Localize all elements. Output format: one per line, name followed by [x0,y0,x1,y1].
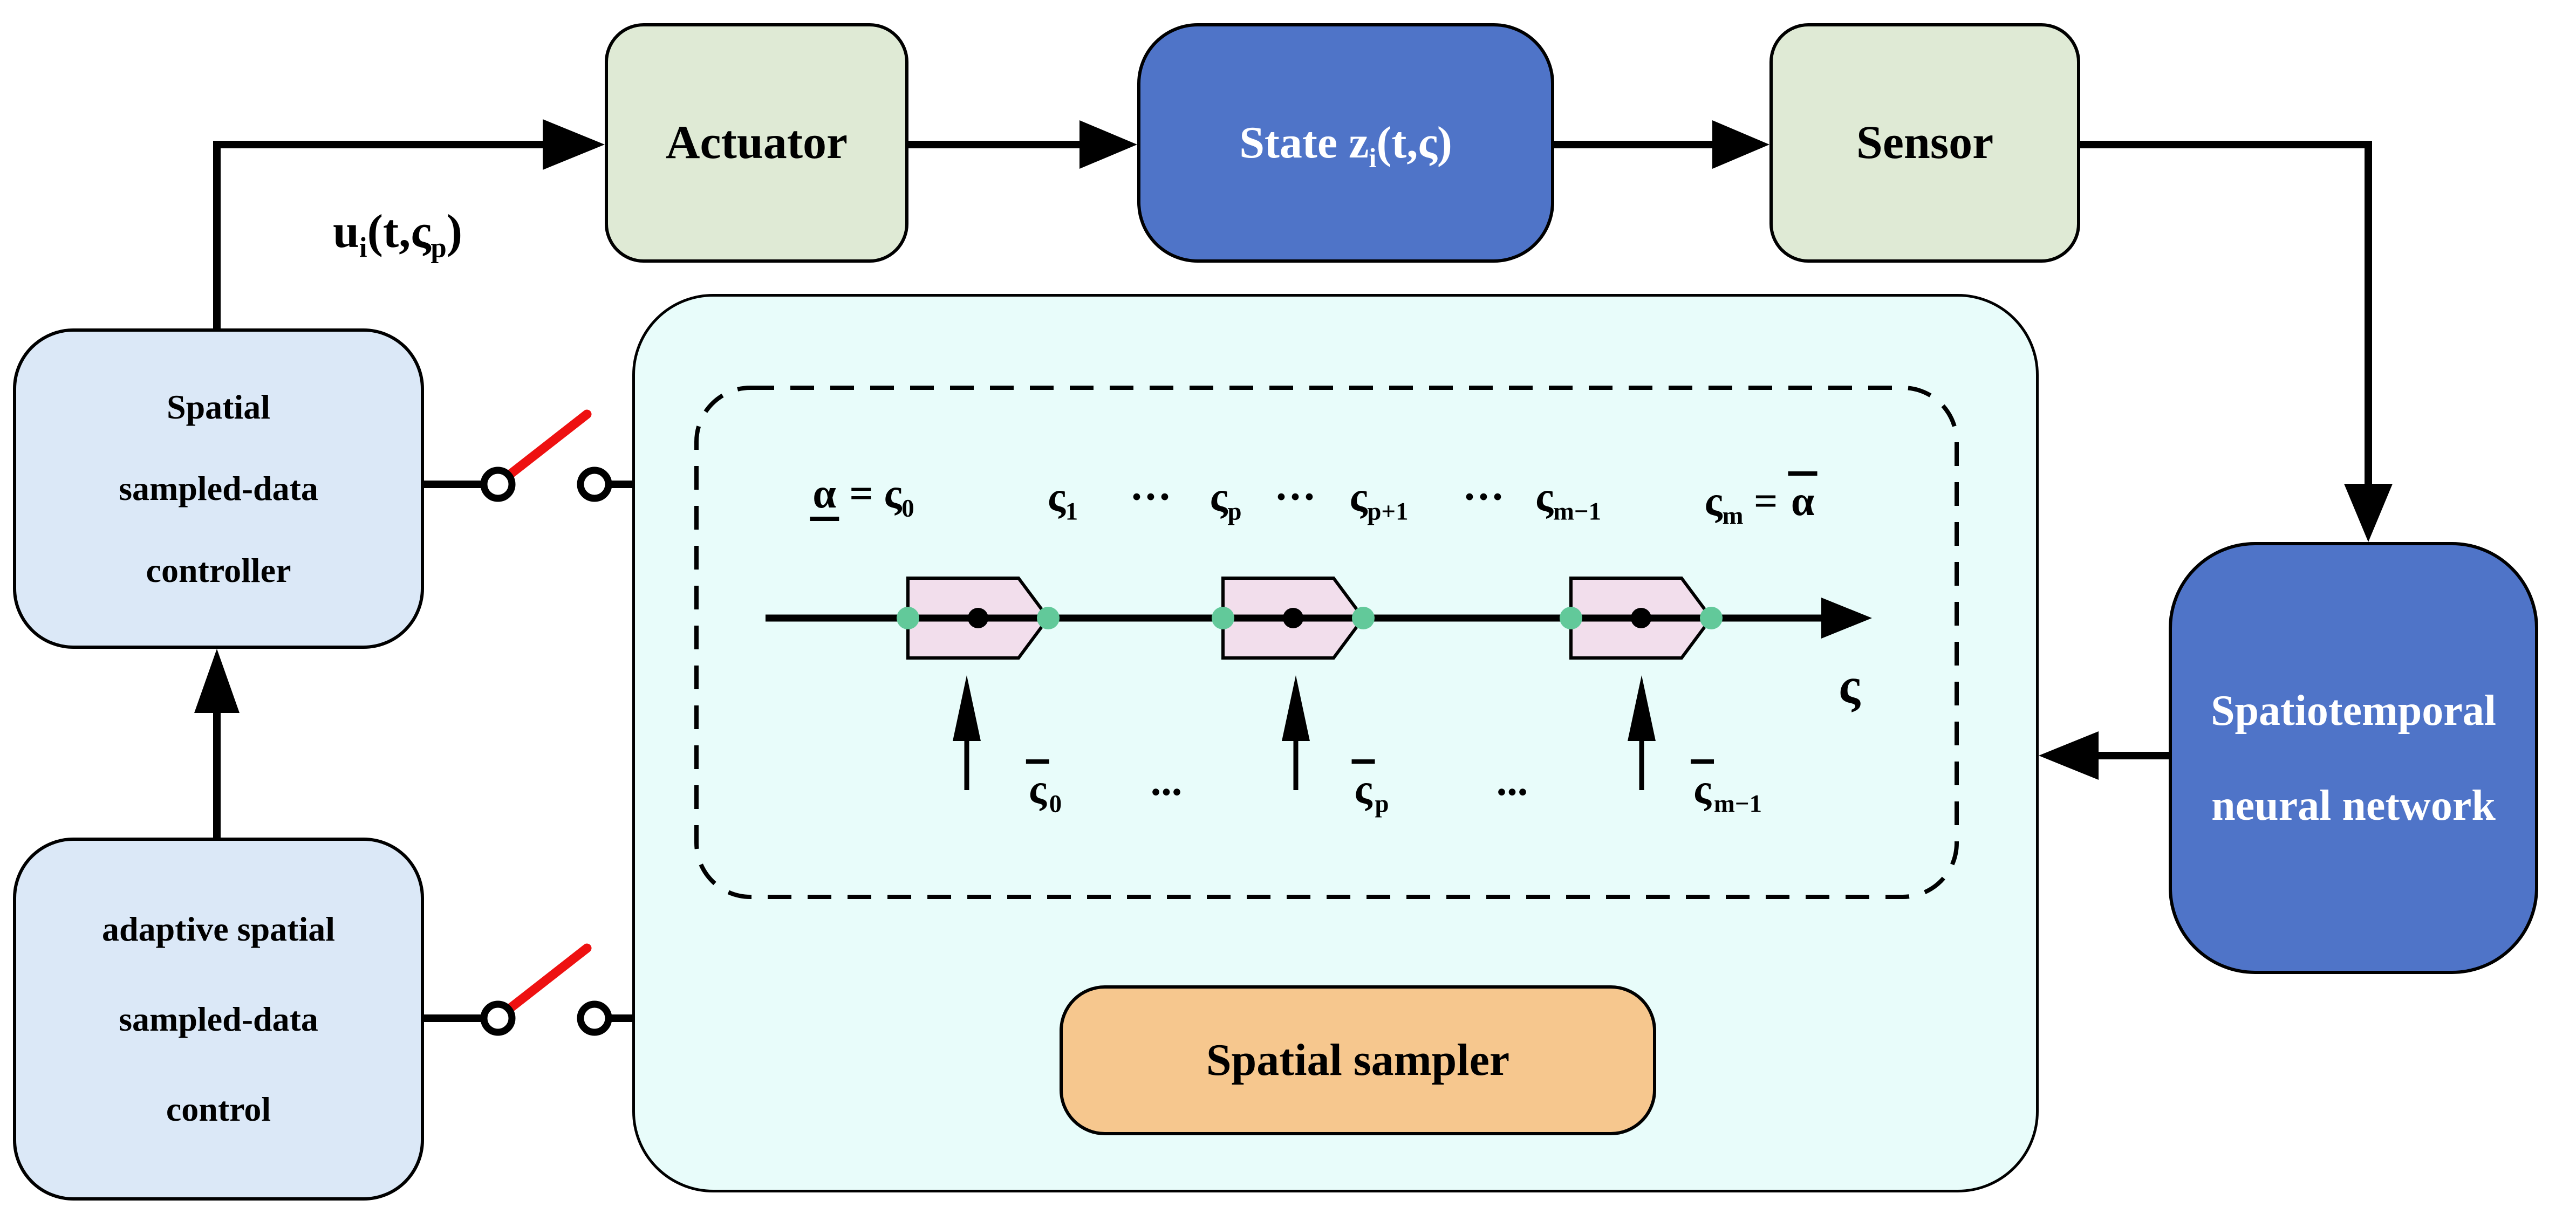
arrowhead-into-state [1079,120,1137,169]
lower-switch-terminal-right [577,1000,612,1036]
state-label: State zi(t,ς) [1239,117,1452,173]
sample-point-3 [1631,608,1651,628]
adaptive-label-line2: sampled-data [119,999,318,1038]
axis-label-sp: ςp [1210,473,1242,526]
sample-arrowhead-2 [1282,675,1310,741]
lower-switch [424,943,632,1036]
wire-sensor-to-nn [2080,141,2372,490]
node-point-sp [1212,607,1234,629]
upper-switch [424,409,632,502]
axis-label-sp1: ςp+1 [1349,473,1409,526]
controller-label-line1: Spatial [166,388,271,427]
sensor-label: Sensor [1856,116,1994,169]
controller-label-line3: controller [146,551,291,589]
adaptive-label-line3: control [166,1090,271,1129]
state-box: State zi(t,ς) [1137,23,1554,263]
arrowhead-into-sensor [1712,120,1769,169]
neural-network-box: Spatiotemporal neural network [2169,542,2538,974]
sample-dots-1: ... [1150,757,1183,804]
axis-label-alpha-upper: ςm = α [1705,471,1817,529]
node-point-sm [1700,607,1723,629]
arrowhead-into-nn [2344,484,2393,542]
axis-dots-2: ··· [1274,473,1317,520]
node-point-sp1 [1352,607,1375,629]
control-signal-label: ui(t,ςp) [332,205,463,264]
spatial-sampler-box: Spatial sampler [1060,985,1656,1135]
axis-dots-3: ··· [1462,473,1505,520]
nn-label-line2: neural network [2211,781,2496,829]
arrowhead-into-controller [194,649,240,713]
arrowhead-into-actuator [543,119,605,170]
arrowhead-into-panel [2039,731,2099,780]
sample-point-2 [1283,608,1303,628]
sample-arrowhead-1 [953,675,981,741]
lower-switch-lever [503,943,592,1015]
lower-switch-terminal-left [480,1000,516,1036]
upper-switch-terminal-left [480,467,516,502]
axis-dots-1: ··· [1129,473,1172,520]
node-point-s1 [1037,607,1060,629]
node-point-sm1 [1560,607,1582,629]
sampled-data-controller-box: Spatial sampled-data controller [13,328,424,649]
upper-switch-lever [503,409,592,481]
nn-label-line1: Spatiotemporal [2211,687,2496,735]
adaptive-label-line1: adaptive spatial [101,909,336,948]
actuator-box: Actuator [605,23,908,263]
spatial-sampler-label: Spatial sampler [1206,1034,1510,1085]
upper-switch-terminal-right [577,467,612,502]
wire-controller-to-actuator [213,141,545,328]
node-point-s0 [897,607,919,629]
sample-point-1 [968,608,988,628]
adaptive-control-box: adaptive spatial sampled-data control [13,838,424,1201]
sensor-box: Sensor [1769,23,2080,263]
axis-label-alpha-lower: α = ς0 [810,472,914,521]
controller-label-line2: sampled-data [119,469,318,508]
space-axis-arrowhead [1821,598,1872,639]
axis-label-s1: ς1 [1047,473,1078,526]
sample-dots-2: ... [1496,757,1528,804]
axis-label-sm1: ςm−1 [1535,473,1601,526]
axis-variable-label: ς [1839,658,1860,714]
sample-arrowhead-3 [1628,675,1656,741]
sampling-region-dashed-border [694,386,1959,899]
actuator-label: Actuator [665,116,848,169]
